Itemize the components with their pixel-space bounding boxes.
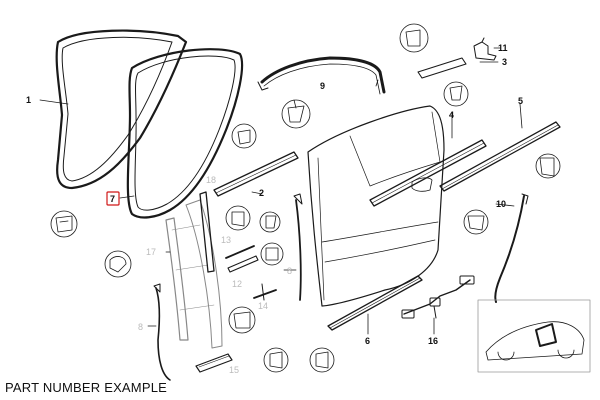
- label-8-right: 8: [287, 266, 292, 276]
- label-18: 18: [206, 175, 216, 185]
- label-15: 15: [229, 365, 239, 375]
- guide-rail-part-18[interactable]: [199, 191, 215, 273]
- label-12: 12: [232, 279, 242, 289]
- clip-part-11[interactable]: [473, 37, 497, 61]
- detail-callouts: [50, 23, 561, 373]
- label-16: 16: [428, 336, 438, 346]
- label-11: 11: [498, 43, 508, 53]
- label-10: 10: [496, 199, 506, 209]
- label-4: 4: [449, 110, 454, 120]
- label-8-left: 8: [138, 322, 143, 332]
- sill-strip-part-6[interactable]: [327, 275, 423, 331]
- window-shaft-strip-part-4[interactable]: [369, 139, 487, 207]
- edge-strip-part-2[interactable]: [213, 151, 299, 197]
- strip-part-12[interactable]: [225, 245, 259, 273]
- door-seal-part-7[interactable]: [126, 48, 244, 219]
- label-2: 2: [259, 188, 264, 198]
- outer-strip-part-5[interactable]: [439, 121, 561, 192]
- strip-part-15[interactable]: [195, 353, 233, 373]
- leader-lines: [39, 47, 523, 335]
- label-17: 17: [146, 247, 156, 257]
- car-thumbnail: [477, 299, 591, 373]
- label-3: 3: [502, 57, 507, 67]
- window-channel-part-9[interactable]: [257, 56, 386, 95]
- label-13: 13: [221, 235, 231, 245]
- rear-door-panel: [307, 105, 445, 307]
- highlight-box: [106, 191, 120, 206]
- label-7: 7: [110, 194, 115, 204]
- trim-part-3[interactable]: [417, 57, 467, 79]
- label-6: 6: [365, 336, 370, 346]
- channel-part-17[interactable]: [165, 199, 223, 349]
- harness-part-16[interactable]: [401, 275, 475, 319]
- label-14: 14: [258, 301, 268, 311]
- label-5: 5: [518, 96, 523, 106]
- caption-text: PART NUMBER EXAMPLE: [5, 380, 168, 395]
- part-14[interactable]: [253, 283, 277, 301]
- label-1: 1: [26, 95, 31, 105]
- label-9: 9: [320, 81, 325, 91]
- cable-seal-part-8-left[interactable]: [153, 283, 171, 381]
- curved-strip-part-10[interactable]: [494, 193, 529, 303]
- channel-part-8-right[interactable]: [293, 193, 303, 301]
